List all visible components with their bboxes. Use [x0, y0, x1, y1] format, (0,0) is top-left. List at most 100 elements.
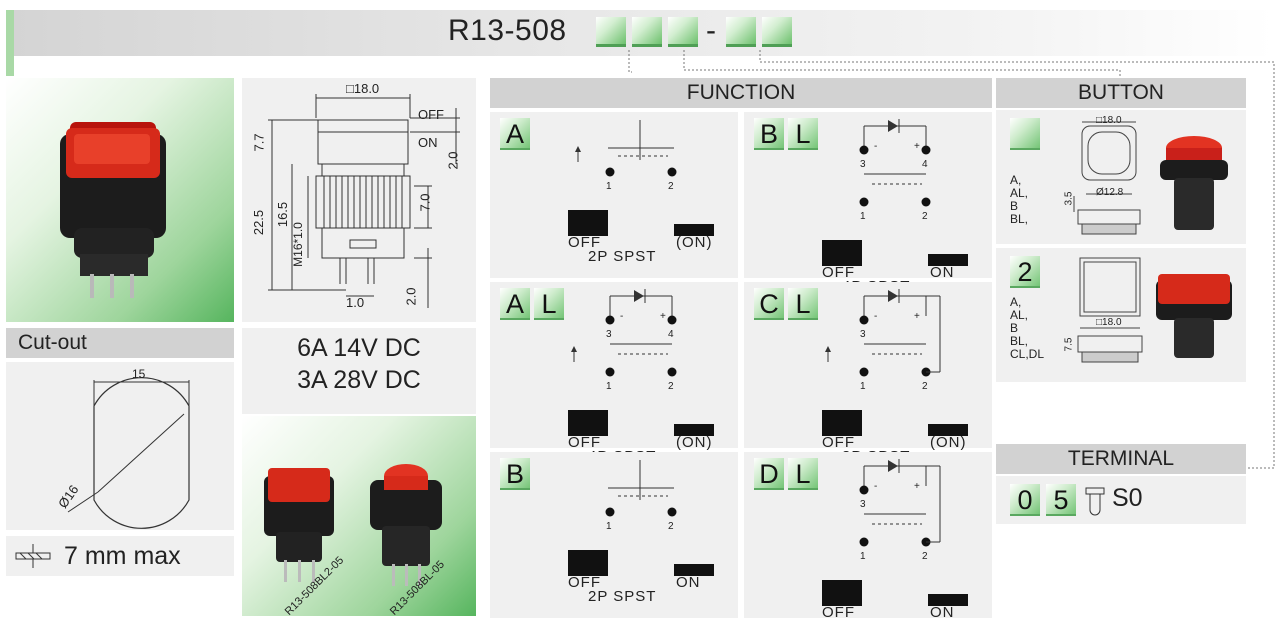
button-default-dia-dim: Ø12.8	[1096, 187, 1124, 198]
dim-1-0: 1.0	[346, 295, 365, 310]
code-box-3	[668, 17, 698, 47]
switch-schematic	[822, 119, 968, 266]
state-on-label: ON	[930, 264, 955, 281]
dimension-drawing	[268, 94, 460, 308]
function-code-letter: A	[500, 288, 530, 320]
button-default-drawing	[1073, 121, 1141, 235]
dim-7-7: 7.7	[251, 133, 267, 152]
panel-thickness: 7 mm max	[64, 542, 181, 570]
code-box-5	[762, 17, 792, 47]
terminal-icon	[1085, 487, 1105, 516]
state-off-label: OFF	[822, 604, 855, 620]
button-code-blank	[1010, 118, 1040, 150]
state-on-label: (ON)	[676, 234, 713, 251]
button-default-h-dim: 3.5	[1063, 191, 1075, 206]
switch-schematic	[568, 289, 714, 436]
product-models-panel: R13-508BL2-05 R13-508BL-05	[242, 416, 476, 618]
button-header: BUTTON	[996, 78, 1246, 108]
dim-22-5: 22.5	[251, 209, 267, 236]
pin-label: -	[620, 311, 624, 322]
pin-label: 2	[922, 551, 928, 562]
pin-label: +	[914, 141, 920, 152]
pin-label: -	[874, 311, 878, 322]
pin-label: 4	[922, 159, 928, 170]
terminal-panel: 0 5 S0	[996, 476, 1246, 524]
pin-label: 3	[860, 329, 866, 340]
switch-schematic	[822, 289, 968, 436]
button-2-photo	[1156, 274, 1232, 358]
thickness-panel: 7 mm max	[6, 536, 234, 576]
pin-label: 4	[668, 329, 674, 340]
cutout-drawing	[67, 377, 190, 529]
button-2-drawing	[1077, 257, 1143, 363]
state-on-label: (ON)	[930, 434, 967, 451]
cutout-width: 15	[132, 367, 146, 381]
pin-label: 3	[606, 329, 612, 340]
dim-top-width: □18.0	[346, 81, 380, 96]
button-default-photo	[1160, 136, 1228, 230]
state-off-label: OFF	[822, 264, 855, 281]
panel-thickness-icon	[15, 544, 51, 568]
product-models-photo	[264, 464, 442, 586]
pin-label: 3	[860, 159, 866, 170]
function-code-letter: L	[788, 288, 818, 320]
model-title: R13-508	[448, 14, 567, 47]
pin-label: 1	[860, 551, 866, 562]
dimension-panel: □18.0 OFF ON 7.7 2.0 7.0 22.5 16.5 M16*1…	[242, 78, 476, 322]
switch-type-label: 2P SPST	[588, 248, 657, 265]
switch-schematic	[822, 459, 968, 606]
terminal-code-0: 0	[1010, 484, 1040, 516]
pin-label: 3	[860, 499, 866, 510]
state-off-label: OFF	[568, 574, 601, 591]
pin-label: 1	[606, 381, 612, 392]
pin-label: +	[914, 481, 920, 492]
terminal-code-5: 5	[1046, 484, 1076, 516]
function-code-letter: B	[500, 458, 530, 490]
function-header: FUNCTION	[490, 78, 992, 108]
pin-label: 2	[922, 211, 928, 222]
pin-label: 2	[922, 381, 928, 392]
state-on-label: (ON)	[676, 434, 713, 451]
terminal-header: TERMINAL	[996, 444, 1246, 474]
dim-7-0: 7.0	[417, 193, 433, 212]
switch-photo	[60, 122, 166, 298]
button-2-top-dim: □18.0	[1096, 317, 1122, 328]
product-photo-panel	[6, 78, 234, 322]
terminal-label: S0	[1112, 484, 1143, 512]
cutout-panel: 15 Ø16	[6, 362, 234, 530]
pin-label: 2	[668, 521, 674, 532]
state-off-label: OFF	[822, 434, 855, 451]
function-code-letter: L	[788, 118, 818, 150]
dim-on: ON	[418, 135, 438, 150]
function-code-letter: L	[534, 288, 564, 320]
dim-2-0-bottom: 2.0	[403, 287, 419, 306]
header-accent	[6, 10, 14, 76]
pin-label: 1	[860, 211, 866, 222]
button-2-h-dim: 7.5	[1063, 337, 1075, 352]
dim-2-0-top: 2.0	[445, 151, 461, 170]
button-default-top-dim: □18.0	[1096, 115, 1122, 126]
pin-label: -	[874, 481, 878, 492]
state-off-label: OFF	[568, 434, 601, 451]
switch-type-label: 3P SPST	[842, 618, 910, 620]
pin-label: 1	[606, 181, 612, 192]
dim-off: OFF	[418, 107, 444, 122]
function-code-letter: D	[754, 458, 784, 490]
pin-label: -	[874, 141, 878, 152]
function-code-letter: C	[754, 288, 784, 320]
pin-label: +	[660, 311, 666, 322]
function-code-letter: B	[754, 118, 784, 150]
rating-line-2: 3A 28V DC	[297, 366, 421, 394]
function-code-letter: L	[788, 458, 818, 490]
button-code-2: 2	[1010, 256, 1040, 288]
